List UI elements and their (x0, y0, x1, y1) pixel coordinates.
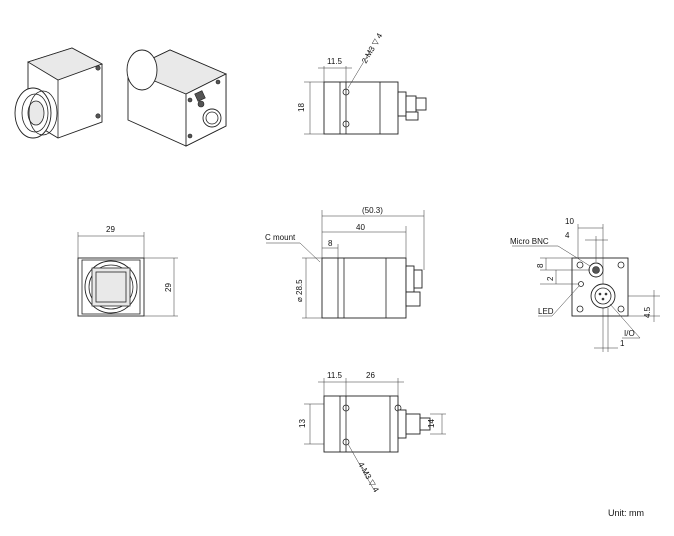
dim-2: 2 (546, 276, 555, 281)
dim-14: 14 (427, 419, 436, 428)
dim-29-height: 29 (164, 283, 173, 292)
io-label: I/O (624, 329, 635, 338)
dim-11-5: 11.5 (327, 57, 343, 66)
dim-13: 13 (298, 419, 307, 428)
dim-50-3: (50.3) (362, 206, 383, 215)
dim-18: 18 (297, 103, 306, 112)
dim-10: 10 (565, 217, 574, 226)
dim-40: 40 (356, 223, 365, 232)
dim-1: 1 (620, 339, 625, 348)
led-indicator (578, 281, 584, 287)
dim-26: 26 (366, 371, 375, 380)
dim-diameter: ⌀ 28.5 (295, 279, 304, 302)
dim-8: 8 (328, 239, 333, 248)
dim-4: 4 (565, 231, 570, 240)
micro-bnc-label: Micro BNC (510, 237, 549, 246)
dim-8-rear: 8 (536, 263, 545, 268)
side-view-bottom: 11.5 26 13 14 4-M3 ▽ 4 (298, 371, 446, 494)
iso-view-front (14, 47, 103, 139)
side-view-top: 11.5 2-M3 ▽ 4 18 (297, 31, 427, 135)
screw-note-bottom: 4-M3 ▽ 4 (356, 461, 381, 495)
iso-view-rear (126, 49, 227, 147)
dim-11-5-bottom: 11.5 (327, 371, 343, 380)
led-label: LED (538, 307, 554, 316)
rear-view: 10 4 Micro BNC 8 2 LED 4.5 1 I/O (510, 217, 660, 352)
units-label: Unit: mm (608, 508, 644, 518)
screw-note-top: 2-M3 ▽ 4 (360, 31, 385, 65)
c-mount-callout: C mount (265, 233, 296, 242)
dim-29-width: 29 (106, 225, 115, 234)
dim-4-5: 4.5 (643, 306, 652, 318)
front-view: 29 29 (77, 225, 178, 317)
main-view: (50.3) 40 8 C mount ⌀ 28.5 (265, 206, 425, 319)
